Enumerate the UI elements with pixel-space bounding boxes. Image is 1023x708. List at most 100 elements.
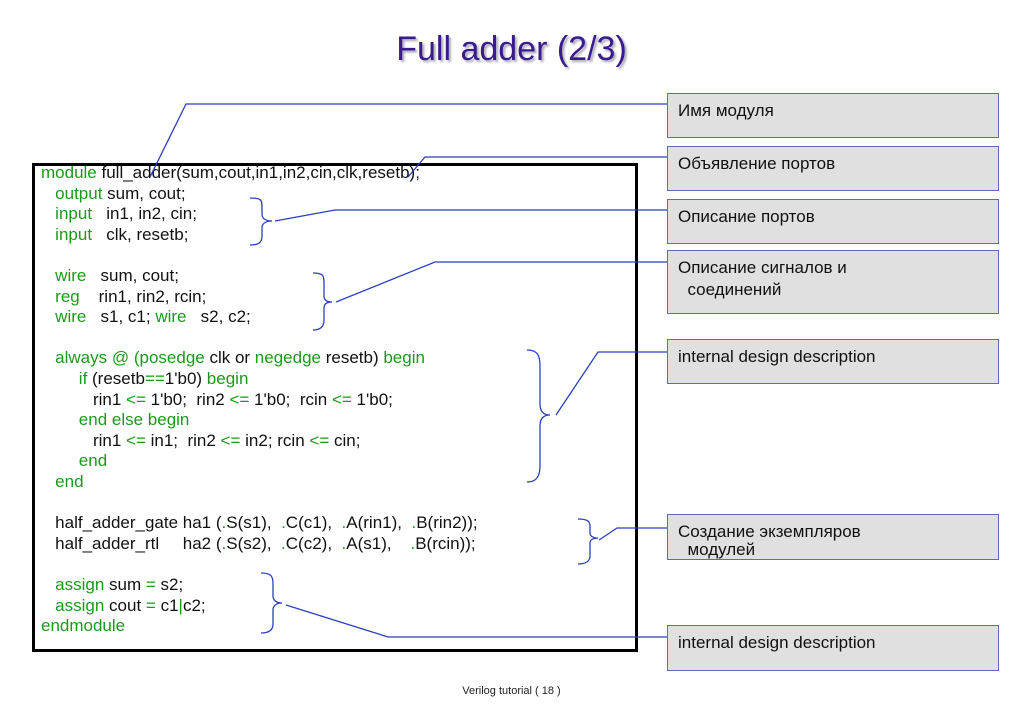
code-keyword: wire	[155, 307, 187, 327]
callout-internal-design-2: internal design description	[667, 625, 999, 671]
brace-always	[526, 349, 551, 483]
code-text: s1, c1;	[86, 307, 156, 327]
callout-text-line1: Создание экземпляров	[678, 522, 861, 541]
code-keyword: .	[221, 513, 227, 533]
code-keyword: begin	[206, 369, 249, 388]
code-keyword: wire	[55, 307, 87, 327]
code-keyword: assign	[55, 575, 105, 594]
code-text: clk or	[204, 348, 255, 368]
code-line: output sum, cout;	[41, 183, 186, 205]
code-keyword: negedge	[254, 348, 321, 368]
code-line: always @ (posedge clk or negedge resetb)…	[41, 348, 425, 369]
code-keyword: <=	[126, 430, 146, 450]
code-keyword: begin	[383, 348, 425, 368]
code-line: input clk, resetb;	[41, 225, 188, 246]
code-keyword: posedge	[139, 348, 205, 368]
code-line: input in1, in2, cin;	[41, 204, 197, 225]
code-keyword: reg	[55, 286, 80, 306]
code-text: in2; rcin	[240, 430, 310, 450]
code-keyword: ==	[144, 369, 165, 388]
code-text: A(s1),	[346, 533, 411, 553]
code-text: C(c2),	[285, 533, 342, 553]
code-text: c2;	[182, 595, 206, 615]
connector-module-name	[149, 103, 667, 178]
code-text: 1'b0;	[351, 389, 393, 409]
code-keyword: |	[178, 595, 183, 615]
brace-assign	[260, 572, 283, 634]
connector-internal-design-2	[285, 604, 667, 638]
code-text: 1'b0; rcin	[249, 389, 332, 409]
code-line: rin1 <= 1'b0; rin2 <= 1'b0; rcin <= 1'b0…	[41, 390, 393, 411]
code-line: endmodule	[41, 616, 125, 637]
connector-port-declaration	[407, 156, 667, 178]
callout-text: internal design description	[678, 347, 876, 366]
code-line: wire sum, cout;	[41, 266, 179, 287]
slide-footer: Verilog tutorial ( 18 )	[462, 685, 561, 697]
code-line: half_adder_gate ha1 (.S(s1), .C(c1), .A(…	[41, 513, 478, 534]
code-keyword: <=	[220, 430, 241, 450]
connector-signals	[335, 261, 667, 303]
code-keyword: end	[55, 472, 84, 491]
code-keyword: endmodule	[41, 616, 126, 636]
code-keyword: <=	[229, 389, 250, 409]
brace-instances	[577, 518, 599, 565]
code-text: half_adder_rtl ha2 (	[41, 533, 222, 553]
code-text: C(c1),	[285, 513, 342, 533]
code-keyword: .	[281, 533, 286, 553]
code-keyword: end	[78, 451, 108, 471]
code-keyword: always @ (	[55, 348, 140, 368]
brace-signals	[312, 272, 333, 331]
code-line: if (resetb==1'b0) begin	[41, 369, 249, 390]
code-keyword: =	[145, 595, 156, 615]
code-keyword: <=	[126, 389, 146, 409]
code-line: module full_adder(sum,cout,in1,in2,cin,c…	[41, 163, 420, 184]
code-keyword: .	[411, 513, 417, 533]
connector-port-description	[274, 209, 667, 222]
code-line: end	[41, 451, 107, 472]
callout-internal-design-1: internal design description	[667, 339, 999, 384]
connector-instances	[598, 527, 667, 541]
code-line: rin1 <= in1; rin2 <= in2; rcin <= cin;	[41, 431, 360, 452]
code-line: half_adder_rtl ha2 (.S(s2), .C(c2), .A(s…	[41, 534, 476, 555]
code-text: cout	[104, 595, 146, 615]
code-text: rin1, rin2, rcin;	[79, 286, 207, 306]
code-keyword: end else begin	[78, 410, 190, 430]
callout-text: Имя модуля	[678, 101, 774, 120]
code-text: (resetb	[87, 369, 145, 388]
code-keyword: .	[221, 533, 227, 553]
code-text: rin1	[41, 389, 127, 409]
code-text: c1	[155, 595, 179, 615]
callout-signals-description: Описание сигналов и соединений	[667, 250, 999, 314]
code-text: in1, in2, cin;	[92, 204, 197, 224]
code-line: end else begin	[41, 410, 190, 431]
callout-text: Объявление портов	[678, 154, 836, 173]
code-line: assign cout = c1|c2;	[41, 595, 206, 617]
callout-text: internal design description	[678, 633, 876, 652]
code-text: A(rin1),	[346, 513, 412, 533]
code-keyword: if	[78, 369, 88, 388]
code-keyword: <=	[331, 389, 352, 409]
code-text: S(s2),	[226, 533, 282, 553]
code-line: wire s1, c1; wire s2, c2;	[41, 307, 251, 328]
code-text: B(rin2));	[416, 513, 478, 533]
code-text: in1; rin2	[145, 430, 221, 450]
code-text: half_adder_gate ha1 (	[41, 513, 222, 533]
callout-text-line2: соединений	[678, 280, 782, 299]
code-text: rin1	[41, 430, 127, 450]
code-text: 1'b0; rin2	[145, 389, 230, 409]
code-keyword: .	[341, 513, 347, 533]
code-text: S(s1),	[226, 513, 282, 533]
code-text: sum	[104, 575, 146, 594]
code-text: clk, resetb;	[92, 224, 189, 244]
code-text: cin;	[329, 430, 361, 450]
callout-text-line2: модулей	[678, 540, 756, 559]
callout-text: Описание портов	[678, 207, 815, 226]
code-frame	[32, 163, 638, 652]
code-keyword: input	[55, 224, 93, 244]
code-keyword: input	[55, 204, 93, 224]
code-text: 1'b0)	[164, 369, 207, 388]
callout-instances: Создание экземпляров модулей	[667, 514, 999, 560]
callout-text-line1: Описание сигналов и	[678, 258, 847, 277]
code-text: sum, cout;	[102, 183, 186, 203]
code-line: assign sum = s2;	[41, 575, 183, 596]
